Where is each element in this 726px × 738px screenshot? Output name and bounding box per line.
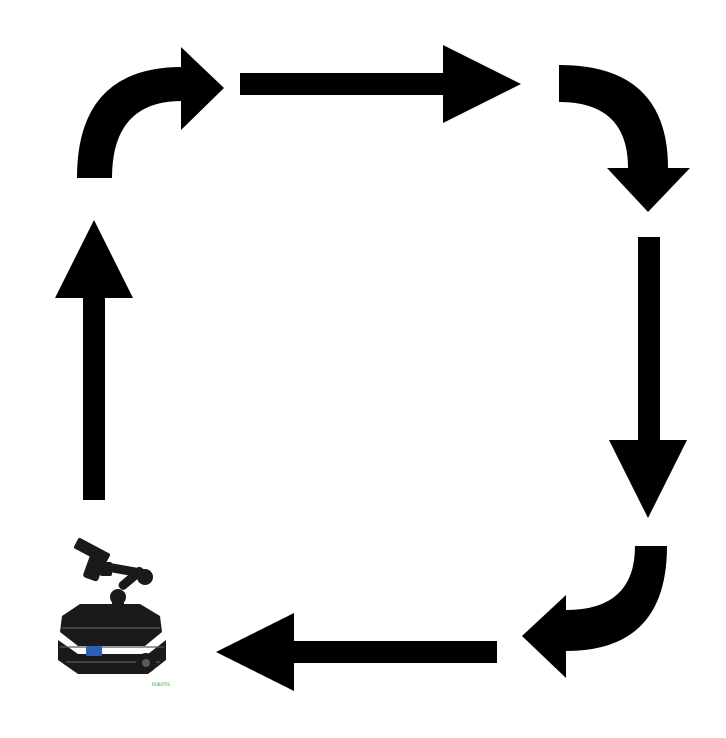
mobile-manipulator-robot-icon: ROBOTIS	[58, 537, 170, 687]
arrow-left	[216, 613, 497, 691]
curved-arrow-turn-left	[522, 546, 667, 678]
arrow-right	[240, 45, 521, 123]
arrow-down	[609, 237, 687, 518]
curved-arrow-turn-right	[77, 47, 224, 178]
curved-arrow-turn-down	[559, 65, 690, 212]
arrow-up	[55, 220, 133, 500]
robot-logo-text: ROBOTIS	[152, 682, 170, 687]
